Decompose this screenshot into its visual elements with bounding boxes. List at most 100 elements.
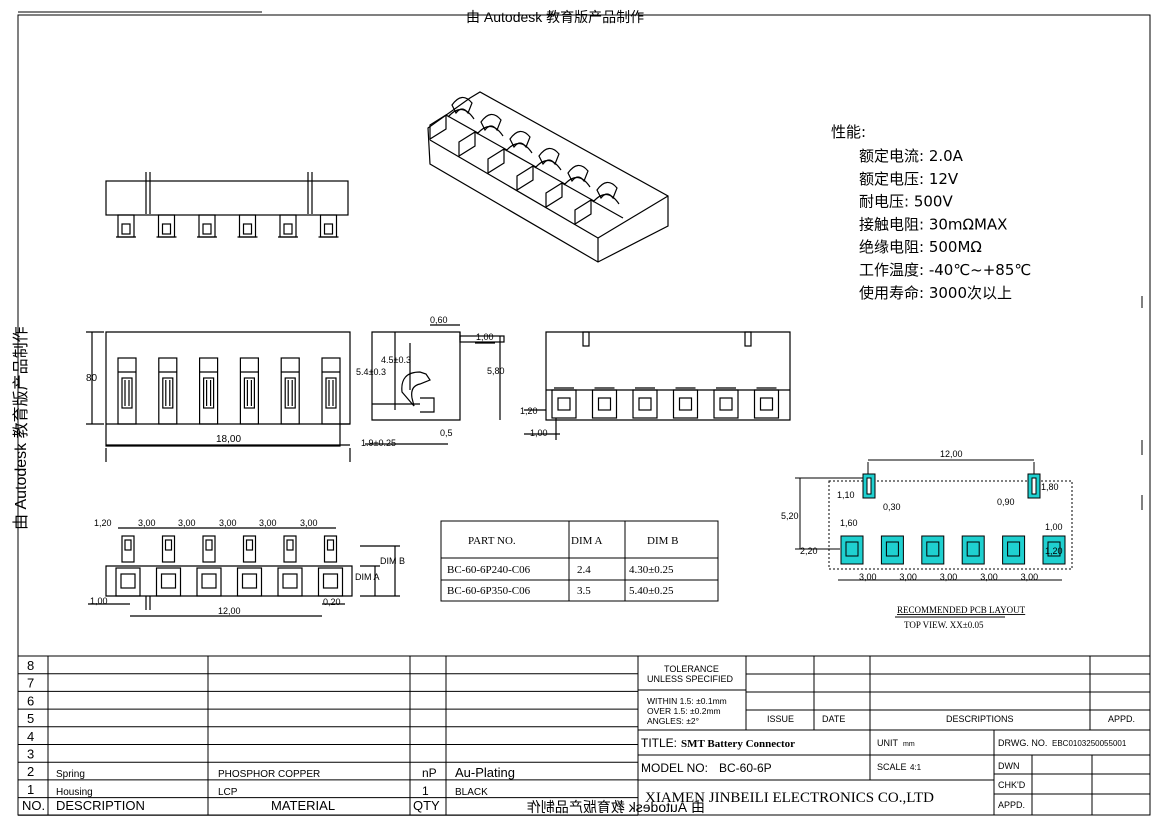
spec-line: 额定电流: 2.0A [859,147,964,165]
rear-pin [713,389,739,419]
bottom-contact-inner [124,539,132,551]
dim-pcb-520: 5,20 [781,511,799,521]
bom-row-qty: nP [422,766,437,780]
part-table-cell: 5.40±0.25 [629,585,674,597]
pitch-label: 3,00 [178,518,196,528]
front-slot-contact [203,377,215,409]
specs-heading: 性能: [831,123,866,141]
tb-tol-2: OVER 1.5: ±0.2mm [647,706,721,716]
iso-slot-face [545,181,563,209]
pcb-pads [840,535,1066,565]
spec-line: 绝缘电阻: 500MΩ [859,238,982,256]
dim-side-19: 1.9±0.25 [361,438,396,448]
iso-slot-edge [590,199,624,219]
top-pin-inner [202,223,212,235]
bottom-contact-body [277,567,303,597]
top-pin-inner [283,223,293,235]
dim-pcb-160: 1,60 [840,518,858,528]
top-watermark: 由 Autodesk 教育版产品制作 [466,9,644,25]
pitch-label: 3,00 [259,518,277,528]
front-slot [158,357,178,425]
tb-tol-3: ANGLES: ±2° [647,716,699,726]
bottom-contact-body [115,567,141,597]
rear-pin-inner [678,397,693,411]
bom-header-no: NO. [22,798,45,813]
pcb-pad-inner [926,541,940,557]
front-slot-contact [243,377,255,409]
dim-side-top: 0,60 [430,315,448,325]
tb-appd: APPD. [998,800,1025,810]
top-view [105,172,349,238]
pcb-mount-pads [862,473,1041,499]
front-slot-contact [162,377,174,409]
front-slot-contact [284,377,296,409]
part-table-cell: 3.5 [577,585,591,597]
bom-header-material: MATERIAL [271,798,335,813]
iso-slot-edge [532,165,566,185]
pcb-pad-inner [1007,541,1021,557]
bottom-contact-inner [326,539,335,551]
bottom-view [88,527,400,617]
drawing-frame [17,14,1151,816]
dim-b-label: DIM B [380,556,405,566]
iso-spring-arc [505,142,533,154]
bom-row-description: Housing [56,787,93,798]
dim-side-580: 5,80 [487,366,505,376]
part-table-cell: BC-60-6P240-C06 [447,564,531,576]
part-table-header: DIM A [571,535,603,547]
tb-tolerance-sub: UNLESS SPECIFIED [647,674,734,684]
iso-spring-arc [447,108,475,120]
pcb-caption-title: RECOMMENDED PCB LAYOUT [897,605,1026,615]
front-slot [280,357,300,425]
side-view [365,324,505,445]
dim-pcb-120: 1,20 [1045,546,1063,556]
pitch-label: 3,00 [138,518,156,528]
bottom-contact-spring [242,535,257,563]
tb-title-label: TITLE: [641,736,677,750]
bom-header-qty: QTY [413,798,440,813]
spec-line: 额定电压: 12V [859,170,959,188]
iso-slot-face [429,113,447,141]
top-pin-inner [323,223,334,235]
bom-row-no: 8 [27,658,34,673]
part-table-header: DIM B [647,535,678,547]
tb-unit-label: UNIT [877,738,898,748]
iso-slot-face [458,130,476,158]
front-slot [117,357,137,425]
rear-pin [672,389,699,419]
pcb-pitch-label: 3,00 [1021,572,1039,582]
front-slot [199,357,219,425]
dim-front-height: 80 [86,373,98,384]
title-block [637,655,1151,816]
pcb-pitch-label: 3,00 [980,572,998,582]
bottom-contact-spring [283,535,297,563]
iso-slot-edge [445,114,479,134]
iso-slot-edge [474,131,508,151]
pcb-pitch-label: 3,00 [859,572,877,582]
iso-spring-arc [563,176,591,188]
rear-pin [551,389,577,419]
tb-drwg-value: EBC0103250055001 [1052,739,1127,748]
dim-pcb-030: 0,30 [883,502,901,512]
spec-line: 使用寿命: 3000次以上 [859,284,1012,302]
iso-spring-arc [592,193,620,205]
rear-view [524,331,791,440]
pitch-label: 3,00 [300,518,318,528]
bom-table [17,655,639,816]
bottom-contact-body [317,567,344,597]
bom-row-no: 1 [27,782,34,797]
bom-row-material: LCP [218,787,238,798]
tb-tol-1: WITHIN 1.5: ±0.1mm [647,696,727,706]
pcb-pad-inner [885,541,899,557]
dim-pcb-110: 1,10 [837,490,855,500]
dim-rear-120: 1,20 [520,406,538,416]
iso-spring-contact [596,181,618,200]
bottom-contact-body [236,567,263,597]
pcb-caption-subtitle: TOP VIEW. XX±0.05 [904,620,984,630]
tb-unit-value: mm [903,741,915,748]
bottom-contact-inner [286,539,294,551]
bottom-contact-inner [164,539,173,551]
